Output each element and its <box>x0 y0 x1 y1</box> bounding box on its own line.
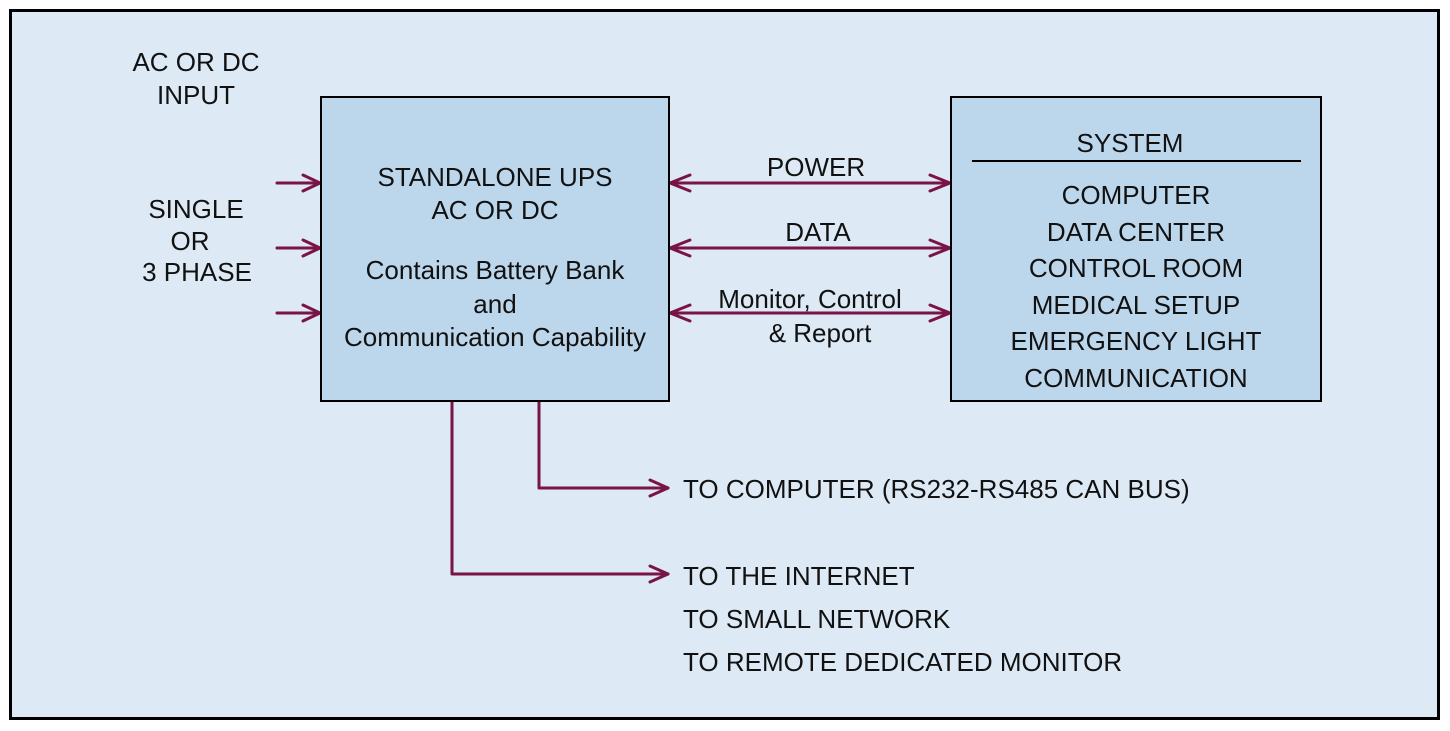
network-output-line-2: TO SMALL NETWORK <box>683 604 951 634</box>
network-output-line-1: TO THE INTERNET <box>683 561 915 591</box>
ups-description-line-2: and <box>473 289 517 319</box>
data-label: DATA <box>785 217 851 247</box>
system-item-5: EMERGENCY LIGHT <box>1010 326 1262 356</box>
ups-description-line-3: Communication Capability <box>343 322 647 352</box>
system-item-2: DATA CENTER <box>1046 217 1226 247</box>
input-title-line-1: AC OR DC <box>132 47 260 77</box>
system-item-3: CONTROL ROOM <box>1028 253 1244 283</box>
phase-label-line-2: OR <box>170 226 210 256</box>
system-item-1: COMPUTER <box>1061 180 1211 210</box>
system-box <box>950 96 1322 402</box>
network-output-connector <box>450 400 670 584</box>
input-arrow-2 <box>275 238 322 258</box>
system-item-4: MEDICAL SETUP <box>1031 290 1241 320</box>
ups-title: STANDALONE UPS <box>377 162 613 192</box>
ups-box <box>320 96 670 402</box>
network-output-line-3: TO REMOTE DEDICATED MONITOR <box>683 647 1123 677</box>
system-title-divider <box>972 160 1301 162</box>
ups-subtitle: AC OR DC <box>431 195 559 225</box>
phase-label-line-1: SINGLE <box>148 194 244 224</box>
ups-description-line-1: Contains Battery Bank <box>365 255 625 285</box>
computer-output-connector <box>537 400 670 498</box>
power-label: POWER <box>766 152 866 182</box>
system-item-6: COMMUNICATION <box>1024 363 1248 393</box>
input-arrow-1 <box>275 173 322 193</box>
phase-label-line-3: 3 PHASE <box>142 257 252 287</box>
computer-output-label: TO COMPUTER (RS232-RS485 CAN BUS) <box>683 474 1190 504</box>
monitor-label-line-1: Monitor, Control <box>718 284 902 314</box>
monitor-label-line-2: & Report <box>768 318 872 348</box>
input-title-line-2: INPUT <box>157 80 235 110</box>
system-title: SYSTEM <box>1076 128 1184 158</box>
input-arrow-3 <box>275 303 322 323</box>
